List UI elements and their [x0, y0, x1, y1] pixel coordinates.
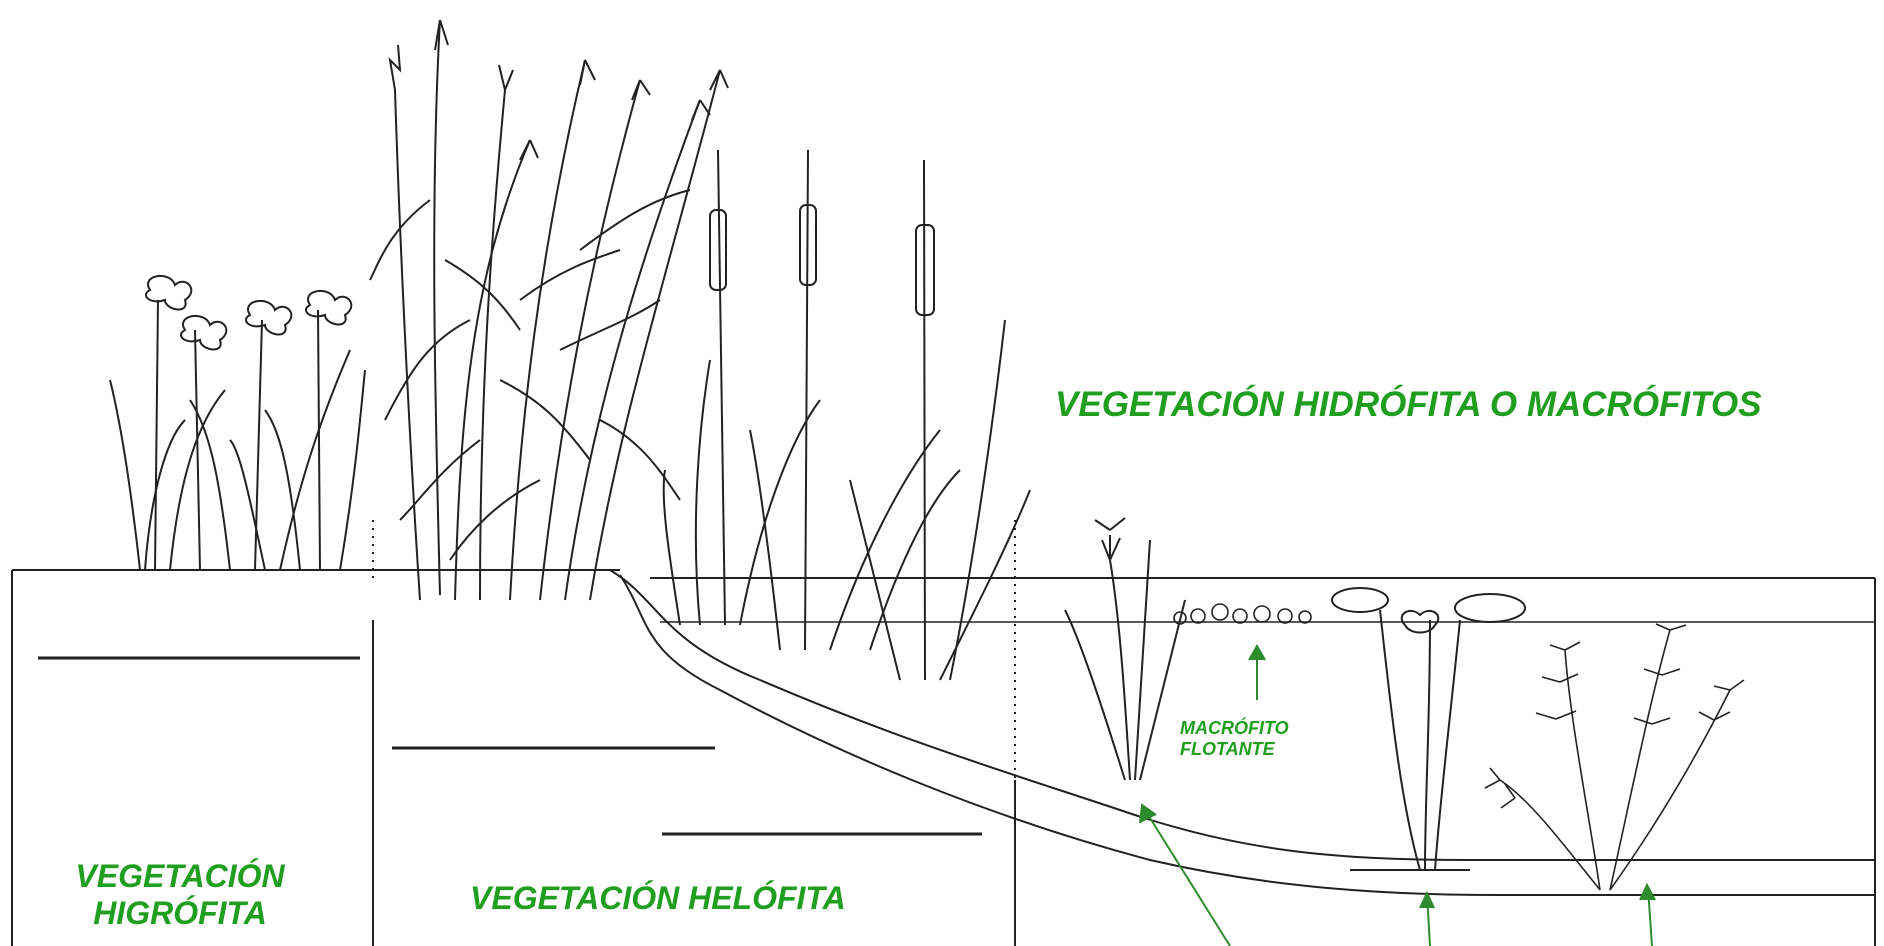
label-vegetacion-helofita: VEGETACIÓN HELÓFITA	[470, 880, 950, 917]
label-flotante-line1: MACRÓFITO	[1180, 718, 1350, 739]
water-lily	[1332, 588, 1525, 870]
pointer-arrows	[1140, 646, 1655, 946]
emergent-macrophyte	[1065, 518, 1185, 780]
iris-plants	[110, 276, 365, 570]
label-macrofito-flotante: MACRÓFITO FLOTANTE	[1180, 718, 1350, 759]
floating-macrophytes	[1174, 604, 1311, 624]
label-higrofita-line2: HIGRÓFITA	[55, 895, 305, 932]
cattail-plants	[664, 150, 1030, 680]
water-level-marks	[38, 658, 982, 834]
submerged-plants	[1485, 624, 1744, 890]
reed-plants	[370, 20, 728, 600]
label-vegetacion-higrofita: VEGETACIÓN HIGRÓFITA	[55, 858, 305, 932]
label-flotante-line2: FLOTANTE	[1180, 739, 1350, 760]
label-vegetacion-hidrofita: VEGETACIÓN HIDRÓFITA O MACRÓFITOS	[1055, 385, 1855, 425]
slope-top	[610, 570, 1875, 860]
label-higrofita-line1: VEGETACIÓN	[55, 858, 305, 895]
